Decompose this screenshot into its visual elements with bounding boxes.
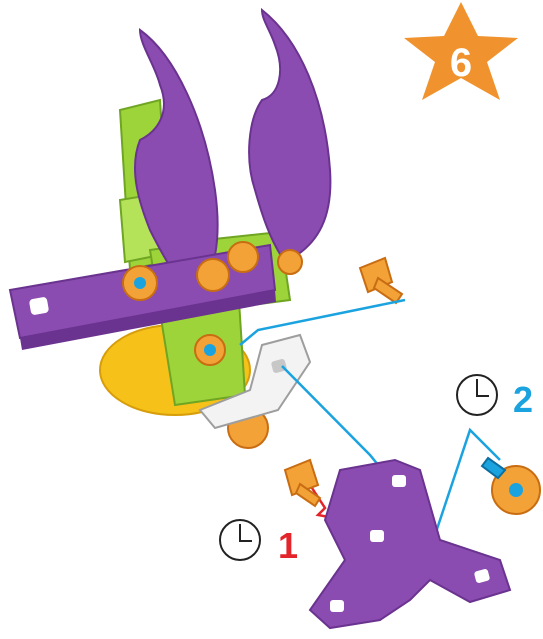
callout-1: 1 <box>220 520 298 566</box>
purple-bracket <box>310 460 510 628</box>
step-badge: 6 <box>404 2 518 100</box>
callout-2-label: 2 <box>513 379 533 420</box>
step-number: 6 <box>450 41 472 85</box>
clock-icon <box>457 375 497 415</box>
callout-2: 2 <box>457 375 533 420</box>
callout-1-label: 1 <box>278 525 298 566</box>
blue-screw-with-nut <box>482 458 540 514</box>
orange-bolt-lower <box>285 460 320 506</box>
clock-icon <box>220 520 260 560</box>
right-wing <box>249 10 330 262</box>
orange-bolt-upper <box>360 258 402 303</box>
